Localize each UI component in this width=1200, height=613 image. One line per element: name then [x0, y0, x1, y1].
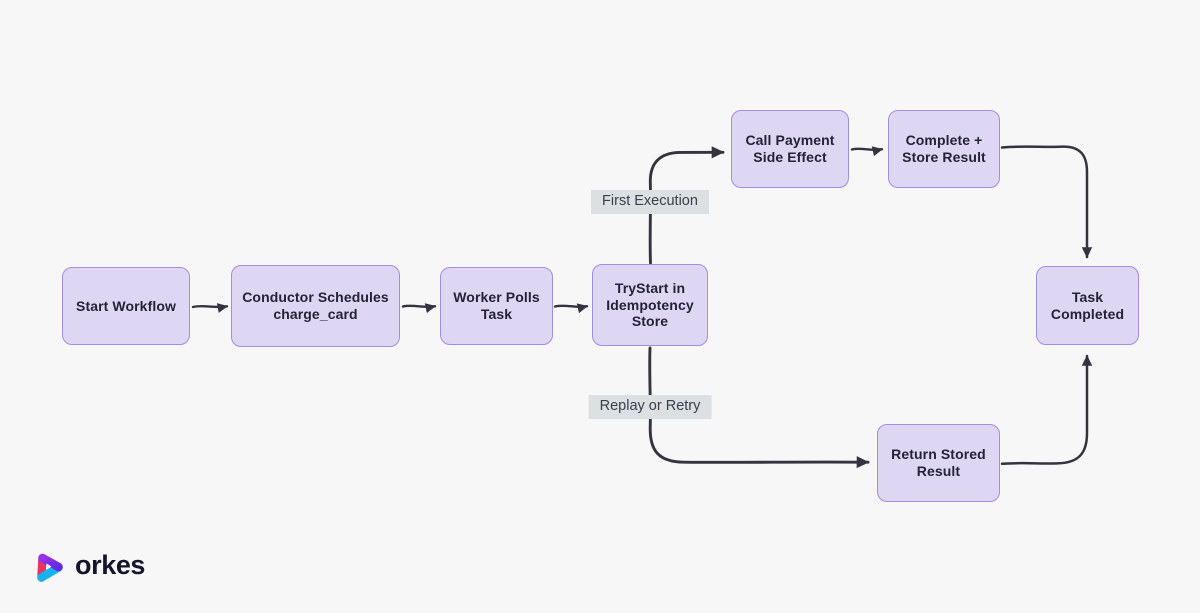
node-label: Conductor Schedules charge_card	[242, 289, 389, 322]
node-worker-polls-task: Worker Polls Task	[440, 267, 553, 345]
edge-call-payment-to-complete	[850, 146, 884, 157]
node-label: TryStart in Idempotency Store	[606, 279, 694, 330]
node-call-payment: Call Payment Side Effect	[731, 110, 849, 188]
edge-label-first-execution: First Execution	[591, 190, 709, 214]
node-task-completed: Task Completed	[1036, 266, 1139, 345]
node-conductor-schedules: Conductor Schedules charge_card	[231, 265, 400, 347]
node-label: Call Payment Side Effect	[745, 132, 835, 165]
node-trystart-idempotency: TryStart in Idempotency Store	[592, 264, 708, 346]
edge-worker-to-trystart	[553, 303, 589, 314]
edge-label-replay-or-retry: Replay or Retry	[588, 395, 712, 419]
orkes-logo-text: orkes	[75, 550, 146, 580]
orkes-logo: orkes	[31, 550, 145, 585]
edge-complete-to-task-completed	[1000, 145, 1093, 259]
node-complete-store: Complete + Store Result	[888, 110, 1000, 188]
node-return-stored: Return Stored Result	[877, 424, 1000, 502]
node-label: Complete + Store Result	[902, 132, 986, 165]
node-start-workflow: Start Workflow	[62, 267, 190, 345]
node-label: Start Workflow	[76, 297, 176, 314]
edge-trystart-to-call-payment	[648, 146, 725, 265]
node-label: Worker Polls Task	[453, 289, 540, 322]
edge-trystart-to-return-stored	[648, 346, 870, 469]
node-label: Task Completed	[1050, 288, 1125, 322]
node-label: Return Stored Result	[891, 446, 986, 479]
edge-conductor-to-worker	[401, 303, 437, 313]
edge-start-to-conductor	[191, 303, 229, 313]
edge-return-stored-to-task-completed	[1000, 354, 1093, 466]
orkes-triangle-icon	[37, 553, 63, 582]
